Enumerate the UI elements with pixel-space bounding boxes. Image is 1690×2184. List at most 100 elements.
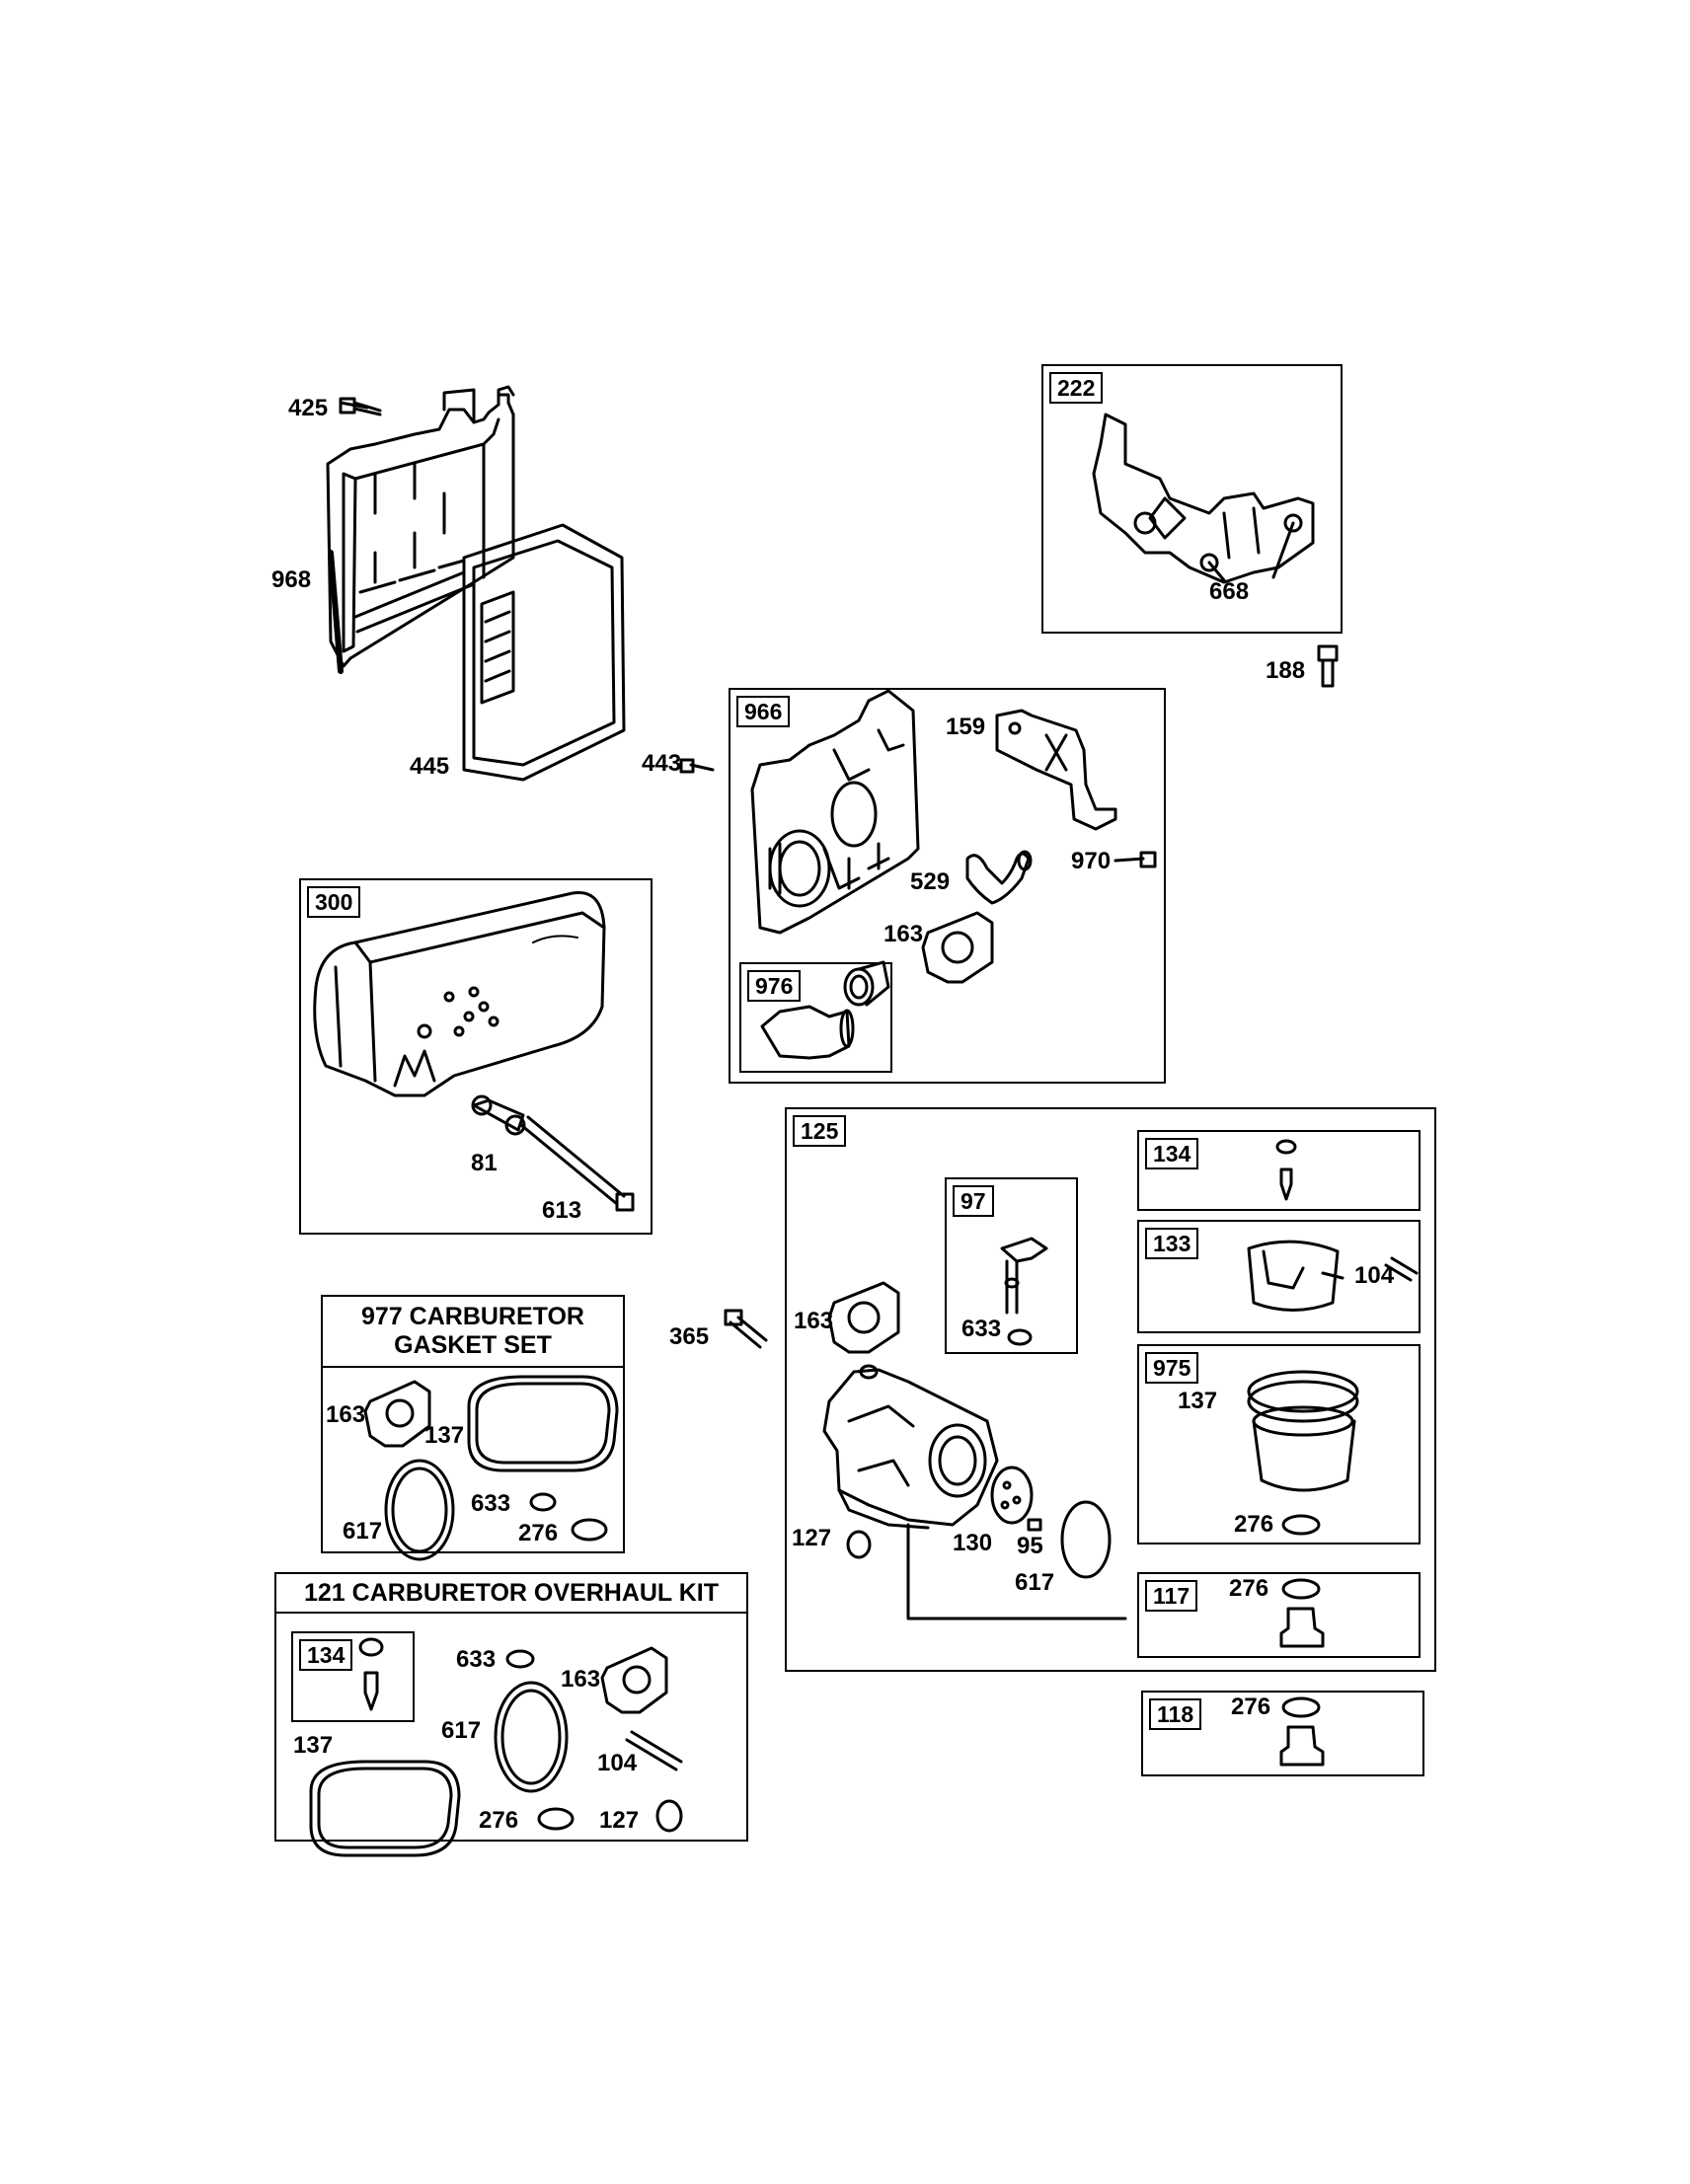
callout-137-gasket-set: 137 [424,1422,465,1449]
box-133: 133 [1137,1220,1421,1333]
callout-970: 970 [1071,848,1112,874]
callout-276-overhaul-kit: 276 [479,1807,519,1834]
pin-104-drawing-a [1384,1256,1419,1282]
bowl-screw-118-drawing [1279,1725,1325,1767]
box-97: 97 [945,1177,1078,1354]
callout-617-gasket-set: 617 [343,1518,383,1544]
callout-163-overhaul-kit: 163 [561,1666,601,1693]
box-118: 118 [1141,1691,1424,1776]
callout-276-118: 276 [1231,1694,1271,1720]
callout-633-gasket-set: 633 [471,1490,511,1517]
bolt-188-drawing [1317,644,1339,688]
callout-81: 81 [471,1150,498,1176]
callout-425: 425 [288,395,329,421]
box-tag-117: 117 [1145,1580,1198,1613]
callout-276-117: 276 [1229,1575,1269,1602]
intake-elbow-966-drawing [750,689,920,935]
gasket-163-drawing-c [363,1380,431,1448]
kit-977-title-line2: GASKET SET [394,1331,552,1359]
needle-134-drawing-a [1275,1139,1297,1201]
gasket-137-drawing-b [309,1760,461,1857]
bolt-970-drawing [1114,851,1157,868]
washer-276-drawing-d [571,1518,608,1542]
carburetor-group-leader [906,1523,1127,1620]
washer-633-drawing-c [505,1649,535,1669]
callout-104-float: 104 [1354,1262,1395,1289]
kit-121-title-text: 121 CARBURETOR OVERHAUL KIT [304,1578,719,1607]
callout-276-bowl: 276 [1234,1511,1274,1538]
washer-633-drawing-a [1007,1328,1033,1346]
box-117: 117 [1137,1572,1421,1658]
bolt-613-drawing [519,1115,635,1212]
callout-159: 159 [946,714,986,740]
needle-134-drawing-b [358,1637,384,1711]
gasket-163-drawing-a [921,911,994,984]
screw-443-drawing [679,758,715,774]
washer-276-drawing-e [537,1807,575,1831]
callout-529: 529 [910,868,951,895]
callout-365: 365 [669,1323,710,1350]
washer-276-drawing-b [1281,1578,1321,1600]
box-tag-118: 118 [1149,1698,1202,1731]
box-tag-222: 222 [1049,372,1104,405]
washer-276-drawing-a [1281,1514,1321,1536]
pin-104-drawing-b [625,1730,683,1771]
callout-130: 130 [953,1530,993,1556]
box-tag-976: 976 [747,970,802,1003]
box-975: 975 [1137,1344,1421,1544]
screw-95-drawing [1027,1518,1042,1532]
air-cleaner-base-968-drawing [326,385,515,674]
callout-188: 188 [1266,657,1306,684]
gasket-617-drawing-a [1060,1500,1112,1579]
box-tag-133: 133 [1145,1228,1199,1260]
plug-127-drawing-b [655,1799,683,1833]
callout-968: 968 [271,566,312,593]
box-976: 976 [739,962,892,1073]
box-125: 125 [785,1107,1436,1672]
callout-445: 445 [410,753,450,780]
kit-121-overhaul: 121 CARBURETOR OVERHAUL KIT [274,1572,748,1842]
callout-104-overhaul-kit: 104 [597,1750,638,1776]
kit-977-title: 977 CARBURETOR GASKET SET [323,1297,623,1368]
box-tag-125: 125 [793,1115,847,1148]
callout-443: 443 [642,750,682,777]
box-tag-966: 966 [736,696,791,728]
box-tag-975: 975 [1145,1352,1199,1385]
tube-529-drawing [965,850,1033,905]
float-133-drawing [1247,1240,1344,1312]
lock-81-drawing [471,1094,526,1136]
box-tag-97: 97 [953,1185,994,1218]
washer-276-drawing-c [1281,1696,1321,1718]
choke-shaft-97-drawing [1000,1237,1048,1315]
screw-425-drawing [339,397,382,416]
box-tag-134-bowl-group: 134 [1145,1138,1199,1170]
box-300: 300 [299,878,653,1235]
washer-633-drawing-b [529,1492,557,1512]
kit-121-title: 121 CARBURETOR OVERHAUL KIT [276,1574,746,1614]
bracket-159-drawing [995,709,1117,831]
gasket-163-drawing-d [600,1646,668,1714]
callout-613: 613 [542,1197,582,1224]
diaphragm-130-drawing [990,1466,1034,1525]
filter-445-drawing [462,523,626,782]
control-bracket-222-drawing [1092,413,1315,584]
box-134-overhaul-kit: 134 [291,1631,415,1722]
callout-633-overhaul-kit: 633 [456,1646,497,1673]
box-tag-300: 300 [307,886,361,919]
callout-127-carburetor: 127 [792,1525,832,1551]
nozzle-976-drawing [760,960,890,1060]
box-966: 966 [729,688,1166,1084]
callout-617-overhaul-kit: 617 [441,1717,482,1744]
bolt-365-drawing [724,1309,768,1349]
callout-127-overhaul-kit: 127 [599,1807,640,1834]
kit-977-title-line1: 977 CARBURETOR [361,1303,584,1331]
callout-276-gasket-set: 276 [518,1520,559,1546]
kit-977-gasket-set: 977 CARBURETOR GASKET SET [321,1295,625,1553]
gasket-617-drawing-c [494,1681,569,1793]
plug-127-drawing-a [846,1530,872,1559]
callout-163-carburetor: 163 [794,1308,834,1334]
bowl-975-drawing [1247,1370,1359,1492]
callout-137-overhaul-kit: 137 [293,1732,334,1759]
callout-668: 668 [1209,578,1250,605]
